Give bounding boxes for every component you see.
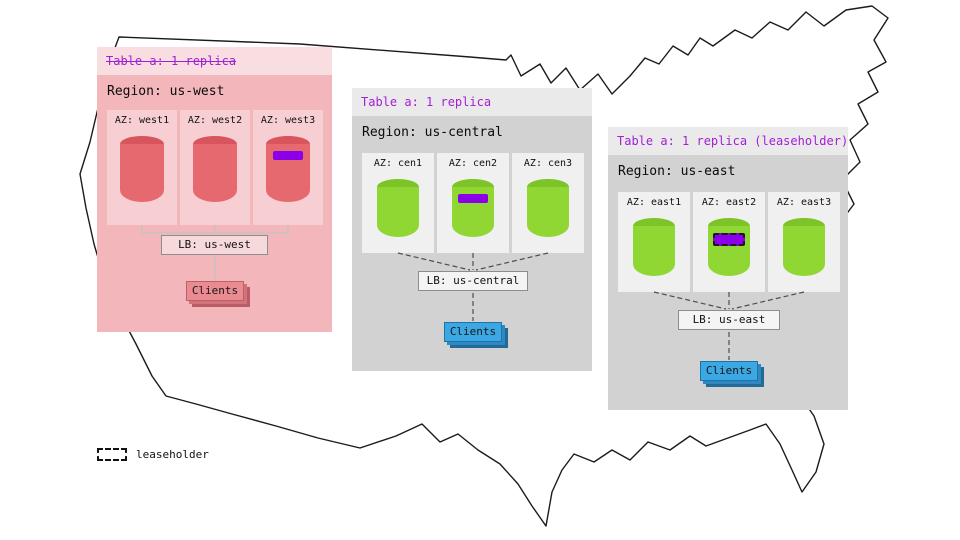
legend: leaseholder [97,448,209,461]
az-row-east: AZ: east1 AZ: east2 AZ: east3 [618,192,840,292]
az-label: AZ: east1 [626,197,682,208]
clients-box-east: Clients [700,361,758,381]
table-replica-label-central: Table a: 1 replica [361,95,492,109]
cylinder-body [527,187,569,237]
clients-box-central: Clients [444,322,502,342]
region-panel-us-west: Table a: 1 replica Region: us-west AZ: w… [97,47,332,332]
cylinder-body [377,187,419,237]
database-cylinder-icon [266,136,310,202]
replica-range-marker [273,151,303,160]
az-box-east3: AZ: east3 [768,192,840,292]
table-replica-header-east: Table a: 1 replica (leaseholder) [608,127,848,155]
az-row-central: AZ: cen1 AZ: cen2 AZ: cen3 [362,153,584,253]
az-label: AZ: east2 [701,197,757,208]
az-label: AZ: west1 [114,115,170,126]
database-cylinder-icon [708,218,750,276]
database-cylinder-icon [633,218,675,276]
table-replica-label-east: Table a: 1 replica (leaseholder) [617,134,849,148]
az-label: AZ: east3 [776,197,832,208]
az-box-east1: AZ: east1 [618,192,690,292]
az-label: AZ: cen1 [373,158,423,169]
table-replica-header-west: Table a: 1 replica [97,47,332,75]
cylinder-body [120,144,164,202]
region-body-us-central: Region: us-central AZ: cen1 AZ: cen2 [352,116,592,371]
region-body-us-west: Region: us-west AZ: west1 AZ: west2 [97,75,332,332]
az-box-east2: AZ: east2 [693,192,765,292]
region-panel-us-east: Table a: 1 replica (leaseholder) Region:… [608,127,848,410]
az-row-west: AZ: west1 AZ: west2 AZ: west3 [107,110,323,225]
az-box-west3: AZ: west3 [253,110,323,225]
az-box-cen1: AZ: cen1 [362,153,434,253]
load-balancer-box-west: LB: us-west [161,235,268,255]
cylinder-body [783,226,825,276]
table-replica-header-central: Table a: 1 replica [352,88,592,116]
table-replica-label-west: Table a: 1 replica [106,54,237,68]
region-label-us-central: Region: us-central [362,125,503,140]
region-label-us-west: Region: us-west [107,84,225,99]
load-balancer-box-central: LB: us-central [418,271,528,291]
database-cylinder-icon [452,179,494,237]
database-cylinder-icon [377,179,419,237]
replica-range-marker [458,194,488,203]
legend-label: leaseholder [136,448,209,461]
az-label: AZ: cen3 [523,158,573,169]
leaseholder-range-marker [713,233,745,246]
az-label: AZ: cen2 [448,158,498,169]
region-label-us-east: Region: us-east [618,164,736,179]
leaseholder-swatch-icon [97,448,127,461]
az-box-cen2: AZ: cen2 [437,153,509,253]
az-box-west2: AZ: west2 [180,110,250,225]
database-cylinder-icon [527,179,569,237]
database-cylinder-icon [120,136,164,202]
clients-box-west: Clients [186,281,244,301]
cylinder-body [193,144,237,202]
region-body-us-east: Region: us-east AZ: east1 AZ: east2 [608,155,848,410]
database-cylinder-icon [193,136,237,202]
az-label: AZ: west3 [260,115,316,126]
region-panel-us-central: Table a: 1 replica Region: us-central AZ… [352,88,592,371]
az-label: AZ: west2 [187,115,243,126]
load-balancer-box-east: LB: us-east [678,310,780,330]
cylinder-body [633,226,675,276]
az-box-cen3: AZ: cen3 [512,153,584,253]
database-cylinder-icon [783,218,825,276]
az-box-west1: AZ: west1 [107,110,177,225]
